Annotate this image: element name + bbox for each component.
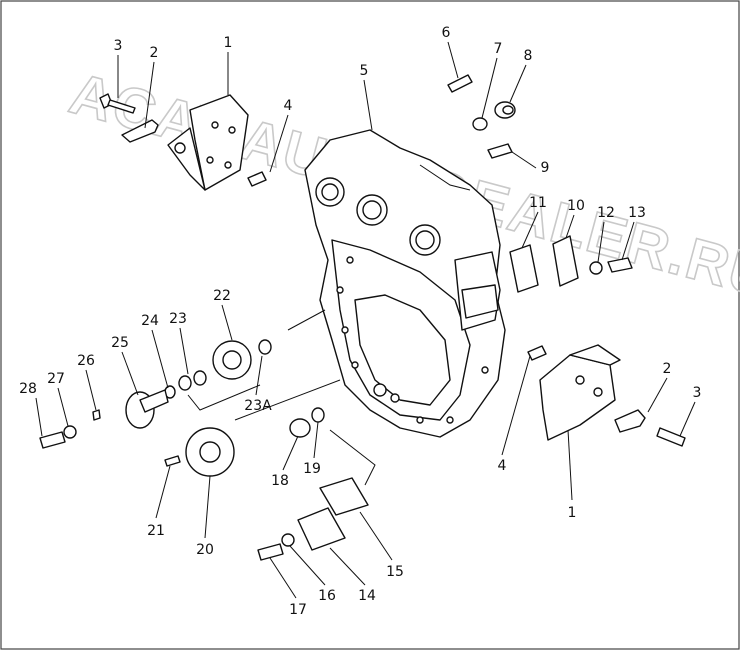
dowel-pin-4-top xyxy=(247,171,267,187)
callout-labels: 3 2 1 4 5 6 7 8 9 11 10 12 13 22 24 23 2… xyxy=(19,25,701,618)
callout-7: 7 xyxy=(494,41,503,57)
bolt-3-top xyxy=(99,93,136,114)
gear-20 xyxy=(185,427,235,477)
cover-plate-11 xyxy=(509,244,539,293)
callout-2-right: 2 xyxy=(663,361,672,377)
callout-9: 9 xyxy=(541,160,550,176)
washer-12 xyxy=(589,261,603,275)
bearing-23-outer xyxy=(193,370,207,386)
callout-21: 21 xyxy=(147,523,165,539)
bolt-3-right xyxy=(656,427,686,447)
callout-4: 4 xyxy=(284,98,293,114)
bolt-28 xyxy=(39,431,66,449)
callout-23: 23 xyxy=(169,311,187,327)
idler-shaft-25 xyxy=(125,389,169,429)
mounting-bracket-left xyxy=(167,94,249,191)
cover-14 xyxy=(297,507,346,551)
callout-14: 14 xyxy=(358,588,376,604)
callout-2: 2 xyxy=(150,45,159,61)
cover-plate-10 xyxy=(552,235,579,287)
callout-13: 13 xyxy=(628,205,646,221)
lock-plate-2-right xyxy=(614,409,646,433)
pin-21 xyxy=(164,455,181,467)
bushing-23A xyxy=(258,339,272,355)
key-26 xyxy=(92,409,101,421)
callout-16: 16 xyxy=(318,588,336,604)
bolt-9 xyxy=(487,143,513,159)
washer-27 xyxy=(63,425,77,439)
bearing-23 xyxy=(178,375,192,391)
callout-1-right: 1 xyxy=(568,505,577,521)
callout-17: 17 xyxy=(289,602,307,618)
callout-27: 27 xyxy=(47,371,65,387)
callout-5: 5 xyxy=(360,63,369,79)
o-ring-19 xyxy=(311,407,325,423)
bolt-6 xyxy=(447,74,473,93)
washer-7 xyxy=(472,117,488,131)
callout-12: 12 xyxy=(597,205,615,221)
callout-23A: 23A xyxy=(244,398,272,414)
dowel-pin-4-right xyxy=(527,345,547,361)
lock-plate-2-top xyxy=(121,119,159,143)
flywheel-housing xyxy=(304,129,506,438)
callout-3-right: 3 xyxy=(693,385,702,401)
callout-11: 11 xyxy=(529,195,547,211)
callout-18: 18 xyxy=(271,473,289,489)
callout-15: 15 xyxy=(386,564,404,580)
callout-26: 26 xyxy=(77,353,95,369)
bolt-17 xyxy=(257,543,284,561)
callout-10: 10 xyxy=(567,198,585,214)
gear-22 xyxy=(212,340,252,380)
callout-22: 22 xyxy=(213,288,231,304)
callout-28: 28 xyxy=(19,381,37,397)
callout-1: 1 xyxy=(224,35,233,51)
callout-8: 8 xyxy=(524,48,533,64)
bolt-13 xyxy=(607,257,633,273)
plug-8 xyxy=(494,101,516,119)
callout-4-right: 4 xyxy=(498,458,507,474)
mounting-bracket-right xyxy=(539,344,621,441)
callout-3: 3 xyxy=(114,38,123,54)
callout-24: 24 xyxy=(141,313,159,329)
callout-19: 19 xyxy=(303,461,321,477)
leader-lines xyxy=(35,41,696,599)
gasket-15 xyxy=(319,477,369,516)
plug-18 xyxy=(289,418,311,438)
callout-20: 20 xyxy=(196,542,214,558)
washer-16 xyxy=(281,533,295,547)
callout-6: 6 xyxy=(442,25,451,41)
callout-25: 25 xyxy=(111,335,129,351)
